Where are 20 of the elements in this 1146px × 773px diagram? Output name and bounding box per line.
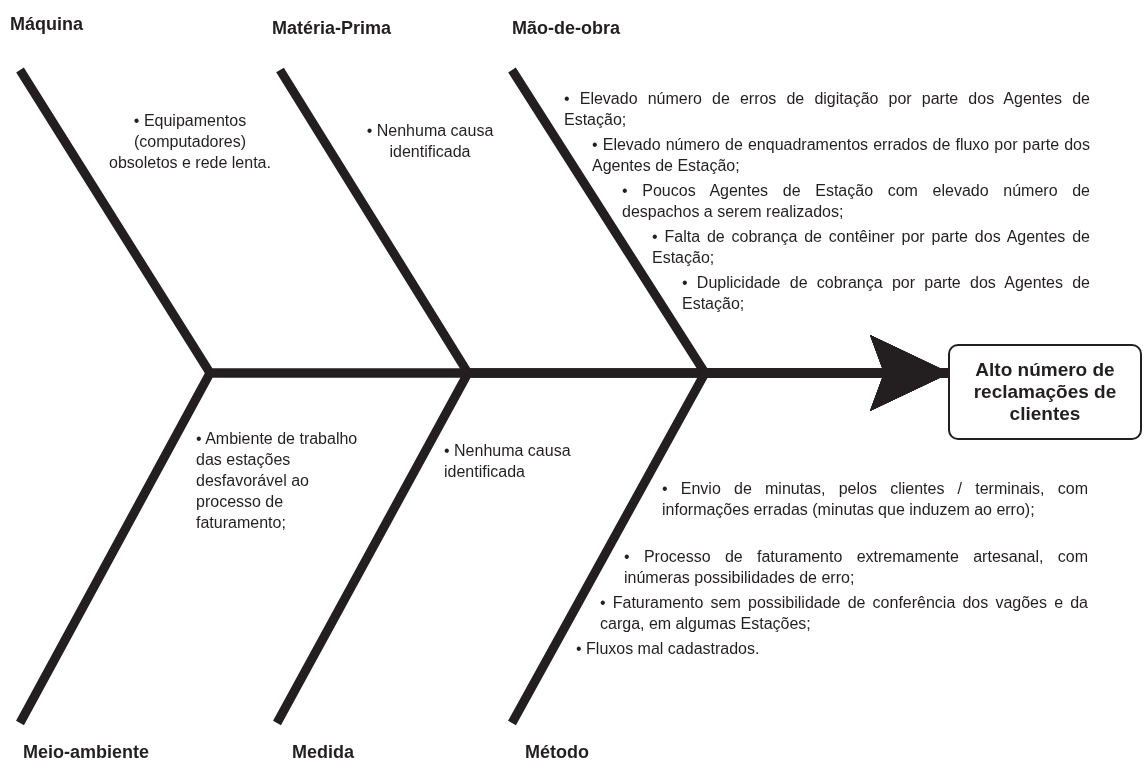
cause-text: • Elevado número de enquadramentos errados de fluxo por parte dos Agentes de Estação;: [592, 135, 1090, 176]
category-label: Medida: [292, 742, 354, 763]
category-label: Matéria-Prima: [272, 18, 392, 39]
category-label: Método: [525, 742, 589, 763]
cause-text: • Ambiente de trabalho das estações desfavorável ao processo de faturamento;: [196, 429, 359, 533]
cause-text: • Envio de minutas, pelos clientes / terminais, com informações erradas (minutas que induzem ao erro);: [662, 479, 1088, 520]
category-label: Máquina: [10, 14, 83, 35]
cause-text: • Faturamento sem possibilidade de conferência dos vagões e da carga, em algumas Estações;: [600, 593, 1088, 634]
cause-text: • Poucos Agentes de Estação com elevado número de despachos a serem realizados;: [622, 181, 1090, 222]
cause-text: • Equipamentos (computadores) obsoletos e rede lenta.: [108, 111, 272, 173]
cause-text: • Fluxos mal cadastrados.: [576, 639, 761, 659]
cause-text: • Falta de cobrança de contêiner por parte dos Agentes de Estação;: [652, 227, 1090, 268]
cause-text: • Nenhuma causa identificada: [444, 441, 572, 482]
cause-text: • Elevado número de erros de digitação por parte dos Agentes de Estação;: [564, 89, 1090, 130]
cause-text: • Processo de faturamento extremamente artesanal, com inúmeras possibilidades de erro;: [624, 547, 1088, 588]
effect-box: Alto número de reclamações de clientes: [948, 344, 1142, 440]
cause-text: • Nenhuma causa identificada: [365, 121, 495, 162]
category-label: Mão-de-obra: [512, 18, 620, 39]
cause-text: • Duplicidade de cobrança por parte dos Agentes de Estação;: [682, 273, 1090, 314]
category-label: Meio-ambiente: [23, 742, 150, 763]
